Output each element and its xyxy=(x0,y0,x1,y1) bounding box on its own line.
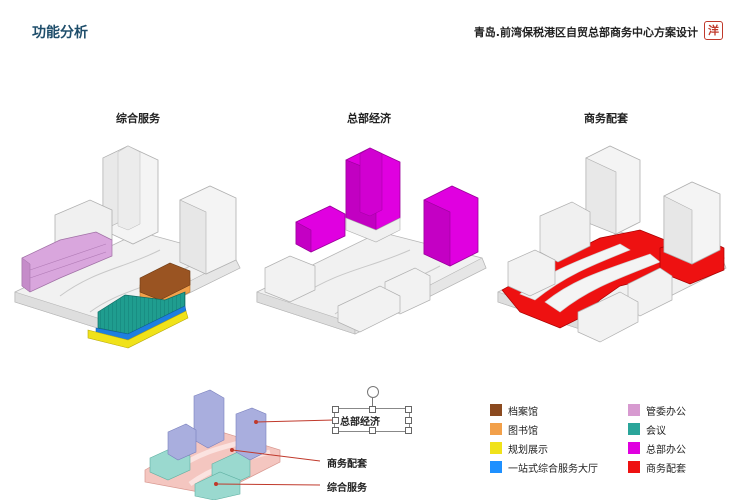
legend-swatch xyxy=(490,461,502,473)
panel-title-headquarters: 总部经济 xyxy=(347,112,391,125)
resize-handle-sw[interactable] xyxy=(332,427,339,434)
panel-title-comprehensive: 综合服务 xyxy=(116,112,160,125)
legend-swatch xyxy=(490,423,502,435)
legend: 档案馆 管委办公 图书馆 会议 规划展示 总部办公 一站式综合服务大厅 商务配 xyxy=(490,403,730,475)
legend-label: 总部办公 xyxy=(646,444,686,456)
panel-business-support xyxy=(497,145,727,343)
legend-label: 商务配套 xyxy=(646,463,686,475)
legend-item-conference: 会议 xyxy=(628,422,728,437)
resize-handle-s[interactable] xyxy=(369,427,376,434)
legend-label: 规划展示 xyxy=(508,444,548,456)
summary-diagram xyxy=(144,389,335,500)
legend-swatch xyxy=(628,442,640,454)
legend-item-library: 图书馆 xyxy=(490,422,628,437)
seal-logo: 洋 xyxy=(704,21,723,40)
legend-label: 管委办公 xyxy=(646,406,686,418)
legend-item-service-hall: 一站式综合服务大厅 xyxy=(490,460,628,475)
legend-label: 图书馆 xyxy=(508,425,538,437)
callout-headquarters[interactable]: 总部经济 xyxy=(340,417,380,428)
legend-swatch xyxy=(628,461,640,473)
panel-comprehensive-service xyxy=(14,145,241,349)
legend-swatch xyxy=(490,404,502,416)
callout-comprehensive: 综合服务 xyxy=(327,483,367,494)
resize-handle-w[interactable] xyxy=(332,417,339,424)
resize-handle-e[interactable] xyxy=(405,417,412,424)
rotate-handle-icon[interactable] xyxy=(367,386,379,398)
legend-label: 会议 xyxy=(646,425,666,437)
resize-handle-se[interactable] xyxy=(405,427,412,434)
resize-handle-nw[interactable] xyxy=(332,406,339,413)
rotate-handle-stem xyxy=(372,398,373,408)
legend-swatch xyxy=(628,404,640,416)
legend-label: 一站式综合服务大厅 xyxy=(508,463,598,475)
legend-swatch xyxy=(490,442,502,454)
legend-item-planning-exhibition: 规划展示 xyxy=(490,441,628,456)
text-selection-box[interactable] xyxy=(332,406,412,434)
panel-title-business: 商务配套 xyxy=(584,112,628,125)
resize-handle-ne[interactable] xyxy=(405,406,412,413)
callout-business: 商务配套 xyxy=(327,459,367,470)
project-title: 青岛.前湾保税港区自贸总部商务中心方案设计 xyxy=(473,26,698,39)
page-title: 功能分析 xyxy=(32,25,88,41)
legend-label: 档案馆 xyxy=(508,406,538,418)
legend-item-archive: 档案馆 xyxy=(490,403,628,418)
legend-item-hq-office: 总部办公 xyxy=(628,441,728,456)
panel-headquarters-economy xyxy=(256,147,487,335)
legend-item-business-support: 商务配套 xyxy=(628,460,728,475)
resize-handle-n[interactable] xyxy=(369,406,376,413)
legend-item-admin-office: 管委办公 xyxy=(628,403,728,418)
legend-swatch xyxy=(628,423,640,435)
